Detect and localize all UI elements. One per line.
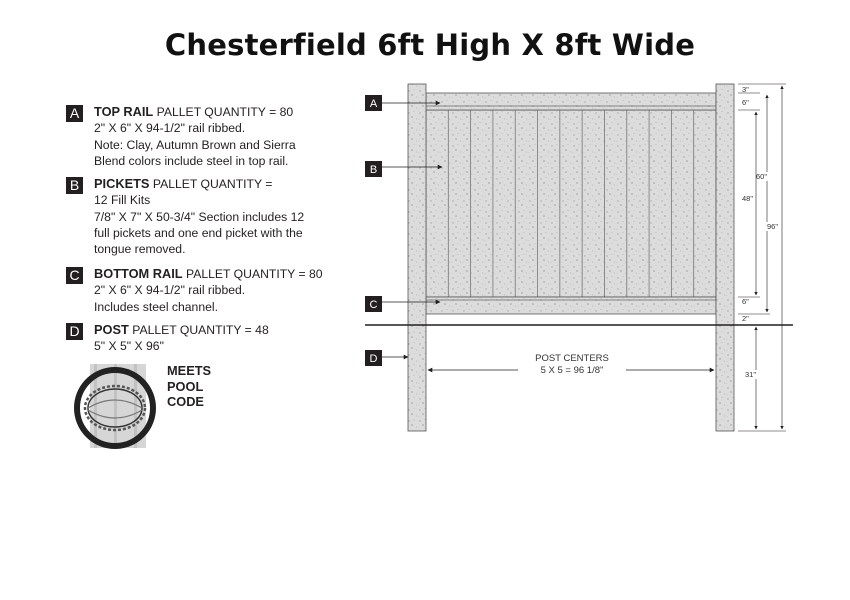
callout-letter: A xyxy=(370,98,378,110)
spec-line: 12 Fill Kits xyxy=(94,193,151,208)
dim-top-rail: 6" xyxy=(742,98,749,107)
spec-heading: TOP RAIL xyxy=(94,104,154,119)
left-post xyxy=(407,83,427,432)
dim-top-rail-gap: 3" xyxy=(742,85,749,94)
callout-badge-b xyxy=(365,161,382,177)
right-post xyxy=(715,83,735,432)
spec-line: Includes steel channel. xyxy=(94,299,218,314)
callout-badge-a xyxy=(365,95,382,111)
spec-line: tongue removed. xyxy=(94,242,186,257)
callout-badge-a: A xyxy=(66,105,83,122)
spec-line: 2" X 6" X 94-1/2" rail ribbed. xyxy=(94,283,246,298)
spec-line: Blend colors include steel in top rail. xyxy=(94,153,289,168)
spec-heading: PICKETS xyxy=(94,176,150,191)
post-centers-label: POST CENTERS xyxy=(535,353,609,364)
spec-heading: POST xyxy=(94,322,129,337)
spec-quantity: PALLET QUANTITY = xyxy=(149,177,273,191)
callout-badge-b: B xyxy=(66,177,83,194)
dim-ground-gap: 2" xyxy=(742,314,749,323)
callout-badge-d: D xyxy=(66,323,83,340)
spec-line: 7/8" X 7" X 50-3/4" Section includes 12 xyxy=(94,209,305,224)
spec-heading: BOTTOM RAIL xyxy=(94,266,183,281)
post-centers-value: 5 X 5 = 96 1/8" xyxy=(541,365,604,376)
dim-section: 60" xyxy=(756,172,767,181)
callout-badge-c xyxy=(365,296,382,312)
top-rail xyxy=(425,92,717,111)
spec-pickets: B PICKETS PALLET QUANTITY = 12 Fill Kits… xyxy=(66,176,346,257)
spec-line: 2" X 6" X 94-1/2" rail ribbed. xyxy=(94,121,246,136)
spec-quantity: PALLET QUANTITY = 80 xyxy=(153,105,294,119)
spec-line: 5" X 5" X 96" xyxy=(94,339,164,354)
spec-line: Note: Clay, Autumn Brown and Sierra xyxy=(94,137,296,152)
spec-line: full pickets and one end picket with the xyxy=(94,225,303,240)
spec-top-rail: A TOP RAIL PALLET QUANTITY = 80 2" X 6" … xyxy=(66,104,346,169)
callout-letter: B xyxy=(370,164,377,176)
spec-quantity: PALLET QUANTITY = 48 xyxy=(128,323,269,337)
callout-badge-d xyxy=(365,350,382,366)
page-title: Chesterfield 6ft High X 8ft Wide xyxy=(164,28,696,62)
dim-pickets: 48" xyxy=(742,194,753,203)
spec-bottom-rail: C BOTTOM RAIL PALLET QUANTITY = 80 2" X … xyxy=(66,266,346,315)
spec-post: D POST PALLET QUANTITY = 48 5" X 5" X 96… xyxy=(66,322,346,355)
callout-badge-c: C xyxy=(66,267,83,284)
pool-code-text: MEETS POOL CODE xyxy=(167,363,212,409)
callout-letter: C xyxy=(370,299,378,311)
callout-letter: D xyxy=(370,353,378,365)
spec-quantity: PALLET QUANTITY = 80 xyxy=(182,267,323,281)
bottom-rail xyxy=(425,296,717,315)
dim-overall: 96" xyxy=(767,222,778,231)
picket-panel xyxy=(425,109,717,298)
dim-buried: 31" xyxy=(745,370,756,379)
pool-code-icon xyxy=(74,364,156,449)
dim-bottom-rail: 6" xyxy=(742,297,749,306)
